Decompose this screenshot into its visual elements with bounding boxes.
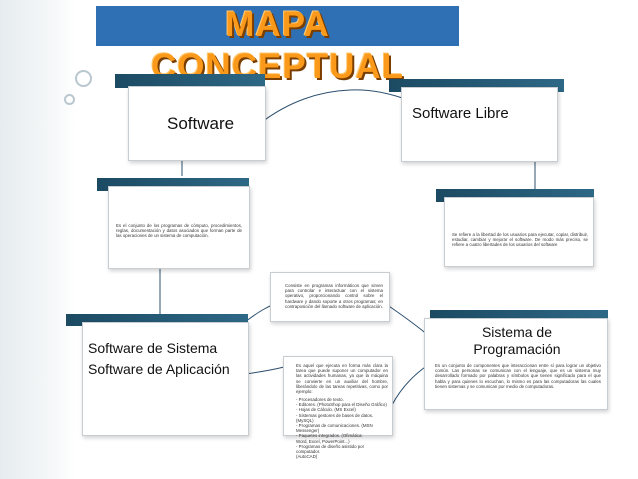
list-item: - Programas de comunicaciones. (MSN Mess…	[296, 423, 373, 434]
list-item: - Paquetes integrados. (Ofimática:	[296, 433, 363, 439]
software-sistema-definition-text: Consiste en programas informáticos que s…	[285, 283, 383, 309]
connector-tipos-to-aplicacion-def	[244, 366, 285, 375]
decorative-circle-large	[75, 70, 92, 87]
sistema-programacion-label-line2: Programación	[473, 341, 561, 357]
software-aplicacion-label: Software de Aplicación	[88, 361, 230, 377]
list-item: - Procesadores de texto.	[296, 397, 344, 402]
software-libre-definition-node: Se refiere a la libertad de los usuarios…	[444, 197, 594, 267]
sistema-programacion-node: Sistema de Programación Es un conjunto d…	[424, 318, 608, 410]
software-definition-node: Es el conjunto de los programas de cómpu…	[108, 186, 250, 269]
software-sistema-label: Software de Sistema	[88, 340, 218, 356]
left-decorative-bar	[0, 0, 76, 479]
list-item: - Hojas de Cálculo. (MS Excel)	[296, 407, 356, 413]
software-aplicacion-definition-intro: Es aquel que ejecuta en forma más clara …	[296, 363, 388, 395]
software-node-tab	[115, 74, 265, 88]
list-item: (AutoCAD)	[296, 454, 318, 460]
software-tipos-node: Software de Sistema Software de Aplicaci…	[82, 322, 249, 436]
list-item: Word, Excel, PowerPoint...)	[296, 438, 350, 444]
software-libre-node-label: Software Libre	[412, 105, 509, 122]
software-node-label: Software	[167, 114, 235, 133]
decorative-circle-small	[64, 94, 75, 105]
software-libre-definition-text: Se refiere a la libertad de los usuarios…	[452, 232, 588, 248]
sistema-programacion-text: Es un conjunto de componentes que intera…	[435, 363, 601, 389]
page-title: MAPA CONCEPTUAL	[150, 5, 405, 86]
software-aplicacion-definition-list: - Procesadores de texto. - Editores. (Ph…	[296, 397, 388, 459]
list-item: - Sistemas gestores de bases de datos. (…	[296, 412, 374, 423]
software-libre-node: Software Libre	[401, 87, 558, 162]
list-item: - Programas de diseño asistido por compu…	[296, 443, 365, 455]
software-sistema-definition-node: Consiste en programas informáticos que s…	[270, 272, 390, 322]
software-aplicacion-definition-node: Es aquel que ejecuta en forma más clara …	[283, 356, 393, 459]
list-item: - Editores. (PhotoShop para el Diseño Gr…	[296, 402, 387, 408]
software-node: Software	[128, 86, 266, 161]
title-band	[96, 6, 459, 46]
software-definition-text: Es el conjunto de los programas de cómpu…	[116, 223, 242, 239]
connector-programacion-to-aplicacion-def	[391, 364, 429, 406]
sistema-programacion-label-line1: Sistema de	[481, 324, 553, 340]
